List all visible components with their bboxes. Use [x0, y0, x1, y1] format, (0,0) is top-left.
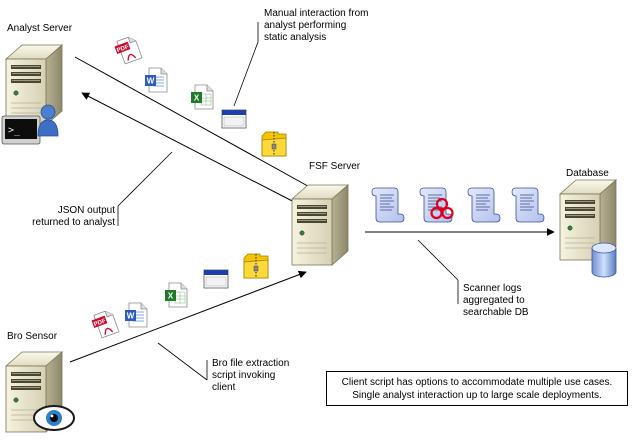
zip-archive-icon [243, 253, 269, 279]
bro-extraction-leader-diag [157, 342, 208, 381]
use-cases-note: Client script has options to accommodate… [326, 371, 628, 406]
excel-icon [190, 84, 214, 110]
database-label: Database [566, 168, 609, 179]
json-output-leader-diag [117, 151, 173, 207]
executable-window-icon [221, 109, 247, 129]
word-doc-icon [124, 302, 148, 328]
analyst-server-label: Analyst Server [7, 23, 73, 34]
pdf-icon [89, 308, 120, 340]
manual-interaction-leader-diag [233, 41, 259, 107]
zip-archive-icon [261, 131, 287, 157]
eye-icon [33, 405, 75, 431]
db-cylinder-icon [591, 242, 617, 278]
note-line-1: Client script has options to accommodate… [341, 377, 613, 388]
scanner-logs-leader-diag [417, 239, 459, 281]
executable-window-icon [203, 269, 229, 289]
log-scroll-malware-icon [419, 187, 454, 223]
note-line-2: Single analyst interaction up to large s… [352, 390, 602, 401]
fsf-server-icon [291, 184, 349, 266]
scanner-logs-annotation: Scanner logs aggregated to searchable DB [463, 283, 529, 318]
user-icon [37, 104, 59, 137]
log-scroll-icon [467, 187, 501, 223]
manual-interaction-annotation: Manual interaction from analyst performi… [264, 8, 369, 43]
terminal-icon: >_ [1, 115, 41, 145]
log-scroll-icon [371, 187, 405, 223]
pdf-icon [112, 34, 143, 66]
bro-sensor-label: Bro Sensor [7, 331, 58, 342]
json-output-return-arrow [81, 92, 301, 206]
fsf-server-label: FSF Server [309, 161, 361, 172]
bro-submission-arrow [69, 270, 307, 363]
word-doc-icon [144, 67, 168, 93]
bro-extraction-annotation: Bro file extraction script invoking clie… [212, 358, 290, 393]
log-scroll-icon [511, 187, 545, 223]
biohazard-icon [430, 197, 454, 220]
svg-text:>_: >_ [8, 125, 21, 136]
manual-interaction-flow-line [74, 56, 316, 191]
json-output-annotation: JSON output returned to analyst [32, 205, 115, 228]
excel-icon [164, 282, 188, 308]
